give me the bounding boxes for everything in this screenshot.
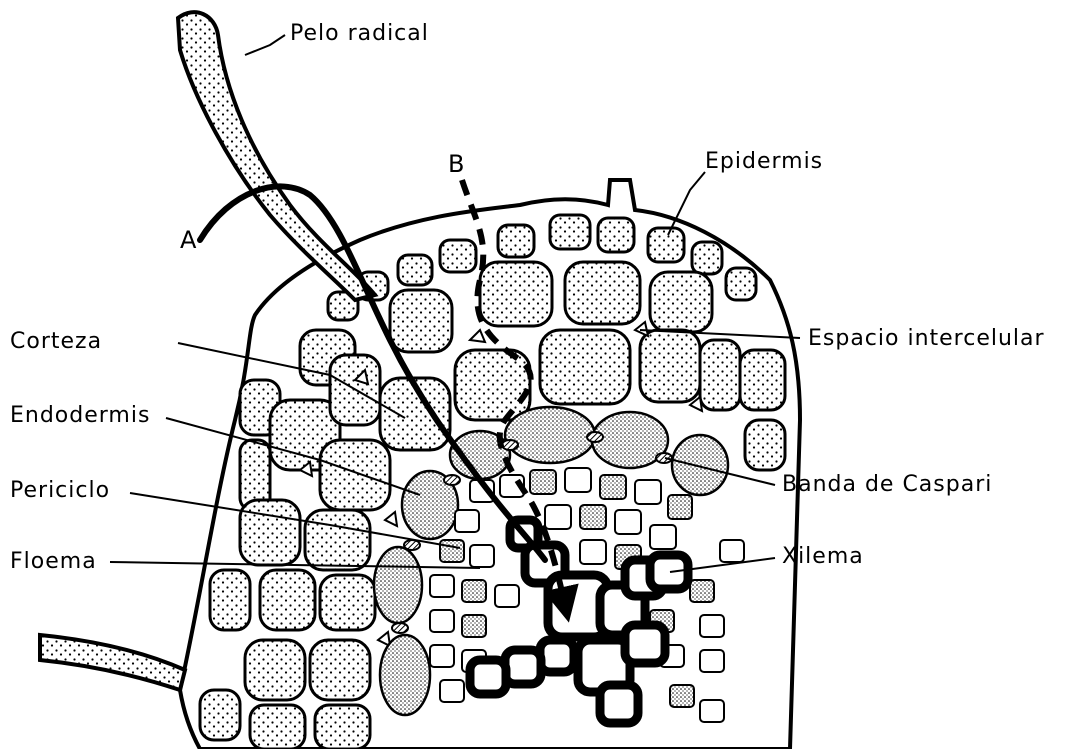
label-epidermis: Epidermis bbox=[668, 149, 823, 235]
svg-text:Pelo radical: Pelo radical bbox=[290, 21, 429, 46]
lower-root-hair bbox=[40, 635, 185, 690]
svg-text:Banda de Caspari: Banda de Caspari bbox=[782, 472, 992, 497]
label-pathway-b: B bbox=[448, 150, 464, 178]
svg-text:Epidermis: Epidermis bbox=[705, 149, 823, 174]
svg-text:Xilema: Xilema bbox=[782, 544, 864, 569]
svg-text:A: A bbox=[180, 226, 197, 254]
svg-text:Endodermis: Endodermis bbox=[10, 403, 150, 428]
svg-text:Periciclo: Periciclo bbox=[10, 478, 110, 503]
svg-text:B: B bbox=[448, 150, 464, 178]
svg-text:Corteza: Corteza bbox=[10, 329, 102, 354]
svg-text:Floema: Floema bbox=[10, 549, 97, 574]
svg-text:Espacio intercelular: Espacio intercelular bbox=[808, 326, 1045, 351]
label-pathway-a: A bbox=[180, 226, 197, 254]
label-pelo-radical: Pelo radical bbox=[245, 21, 429, 55]
